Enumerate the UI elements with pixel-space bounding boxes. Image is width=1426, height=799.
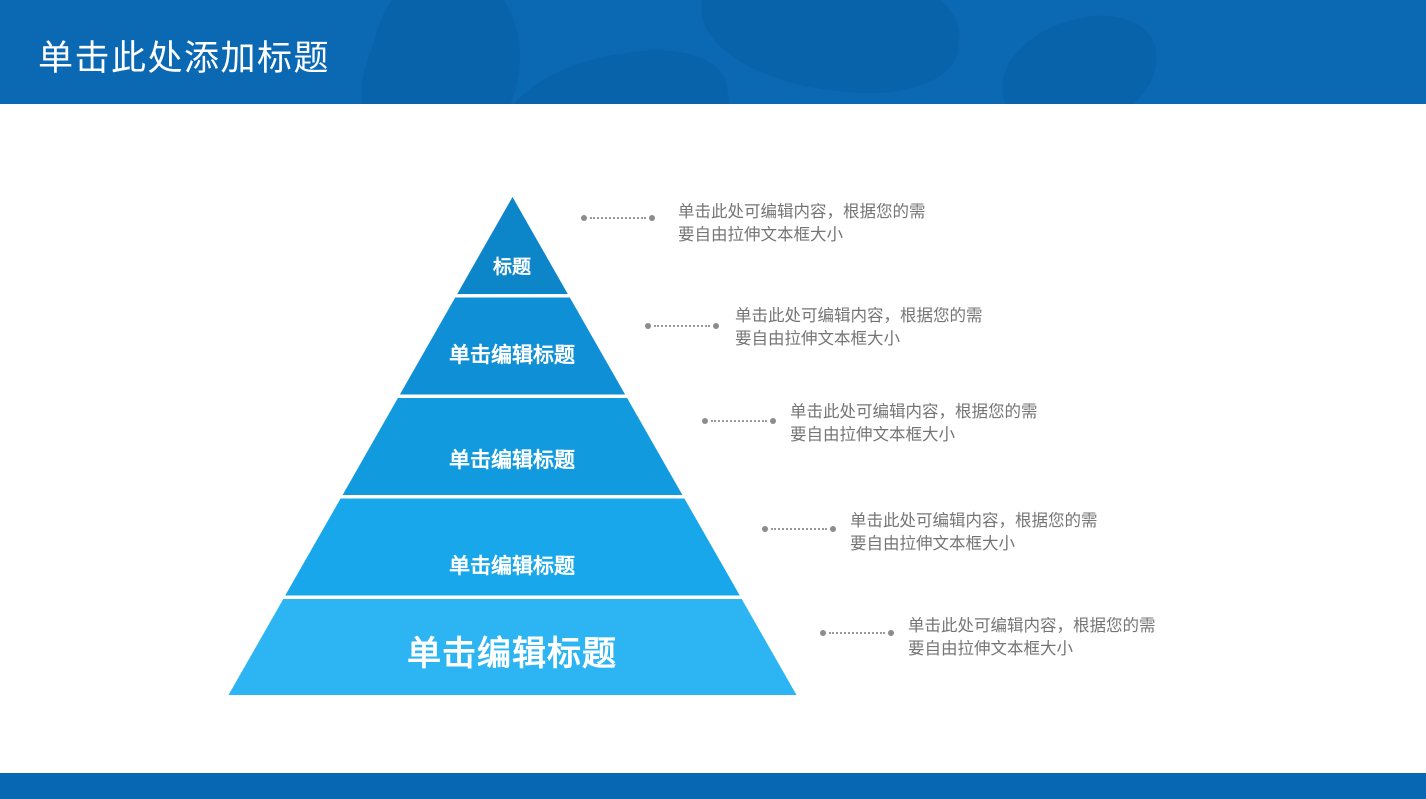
- annotation-line: 单击此处可编辑内容，根据您的需: [735, 307, 983, 325]
- leader-dot: [820, 630, 826, 636]
- slide-header-bar: 单击此处添加标题: [0, 0, 1426, 104]
- leader-dotted-segment: [590, 217, 646, 219]
- pyramid-level-5-label[interactable]: 单击编辑标题: [407, 635, 617, 673]
- leader-line-2: [645, 322, 719, 330]
- annotation-line: 要自由拉伸文本框大小: [908, 640, 1073, 658]
- slide-footer-bar: [0, 773, 1426, 799]
- leader-line-1: [581, 214, 655, 222]
- pyramid-level-4-shape[interactable]: [285, 498, 740, 596]
- pyramid-level-1-label[interactable]: 标题: [492, 257, 532, 278]
- pyramid-level-2-label[interactable]: 单击编辑标题: [449, 344, 575, 367]
- annotation-line: 要自由拉伸文本框大小: [735, 330, 900, 348]
- annotation-text-2[interactable]: 单击此处可编辑内容，根据您的需 要自由拉伸文本框大小: [735, 305, 983, 351]
- annotation-line: 单击此处可编辑内容，根据您的需: [908, 617, 1156, 635]
- pyramid-level-4-label[interactable]: 单击编辑标题: [449, 555, 575, 578]
- leader-dot: [581, 215, 587, 221]
- leader-dot: [888, 630, 894, 636]
- leader-dotted-segment: [654, 325, 710, 327]
- annotation-text-5[interactable]: 单击此处可编辑内容，根据您的需 要自由拉伸文本框大小: [908, 615, 1156, 661]
- leader-dot: [762, 526, 768, 532]
- annotation-line: 单击此处可编辑内容，根据您的需: [790, 403, 1038, 421]
- annotation-line: 单击此处可编辑内容，根据您的需: [678, 203, 926, 221]
- leader-dot: [713, 323, 719, 329]
- leader-line-5: [820, 629, 894, 637]
- annotation-line: 要自由拉伸文本框大小: [850, 535, 1015, 553]
- annotation-text-3[interactable]: 单击此处可编辑内容，根据您的需 要自由拉伸文本框大小: [790, 401, 1038, 447]
- leader-dotted-segment: [711, 420, 767, 422]
- leader-dotted-segment: [829, 632, 885, 634]
- leader-dotted-segment: [771, 528, 827, 530]
- leader-dot: [830, 526, 836, 532]
- pyramid-level-1-shape[interactable]: [457, 197, 568, 294]
- pyramid-level-3-label[interactable]: 单击编辑标题: [449, 449, 575, 472]
- annotation-text-4[interactable]: 单击此处可编辑内容，根据您的需 要自由拉伸文本框大小: [850, 510, 1098, 556]
- leader-dot: [702, 418, 708, 424]
- pyramid-level-2-shape[interactable]: [399, 297, 626, 395]
- pyramid-level-5-shape[interactable]: [228, 599, 797, 695]
- leader-line-3: [702, 417, 776, 425]
- pyramid-level-3-shape[interactable]: [342, 398, 683, 495]
- leader-dot: [649, 215, 655, 221]
- annotation-line: 单击此处可编辑内容，根据您的需: [850, 512, 1098, 530]
- leader-dot: [770, 418, 776, 424]
- slide-title-placeholder[interactable]: 单击此处添加标题: [38, 39, 331, 78]
- annotation-line: 要自由拉伸文本框大小: [790, 426, 955, 444]
- annotation-text-1[interactable]: 单击此处可编辑内容，根据您的需 要自由拉伸文本框大小: [678, 201, 926, 247]
- leader-line-4: [762, 525, 836, 533]
- annotation-line: 要自由拉伸文本框大小: [678, 226, 843, 244]
- leader-dot: [645, 323, 651, 329]
